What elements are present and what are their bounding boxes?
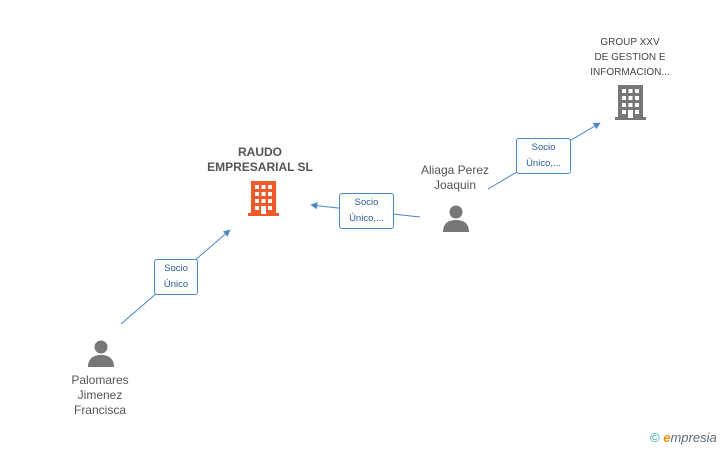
edge-label-line-1: Socio: [531, 142, 556, 153]
person-icon[interactable]: [442, 204, 470, 232]
edge-label-palomares-raudo[interactable]: Socio Único: [154, 259, 198, 295]
logo-e: e: [663, 430, 671, 445]
person-palomares-label[interactable]: Palomares Jimenez Francisca: [45, 373, 155, 418]
copyright-symbol: ©: [650, 430, 660, 445]
edge-label-line-1: Socio: [164, 263, 188, 274]
logo-rest: mpresia: [670, 430, 717, 445]
company-group-line-3: INFORMACION...: [590, 67, 670, 78]
building-icon[interactable]: [615, 85, 646, 120]
edge-label-line-2: Único: [163, 279, 189, 290]
company-raudo-label[interactable]: RAUDO EMPRESARIAL SL: [195, 145, 325, 175]
edge-label-line-2: Único,...: [349, 213, 384, 224]
company-group-line-2: DE GESTION E: [594, 52, 666, 63]
person-aliaga-line-1: Aliaga Perez: [420, 163, 490, 177]
edge-label-aliaga-group[interactable]: Socio Único,...: [516, 138, 571, 174]
person-palomares-line-3: Francisca: [73, 403, 126, 417]
edge-label-line-1: Socio: [354, 197, 379, 208]
company-raudo-line-2: EMPRESARIAL SL: [207, 160, 313, 174]
person-palomares-line-2: Jimenez: [77, 388, 123, 402]
company-raudo-line-1: RAUDO: [238, 145, 282, 159]
edge-label-aliaga-raudo[interactable]: Socio Único,...: [339, 193, 394, 229]
person-icon[interactable]: [87, 339, 115, 367]
edge-label-line-2: Único,...: [526, 158, 561, 169]
person-palomares-line-1: Palomares: [71, 373, 129, 387]
building-icon[interactable]: [248, 181, 279, 216]
person-aliaga-label[interactable]: Aliaga Perez Joaquin: [400, 163, 510, 193]
person-aliaga-line-2: Joaquin: [433, 178, 477, 192]
empresia-logo: © empresia: [650, 430, 717, 445]
company-group-label[interactable]: GROUP XXV DE GESTION E INFORMACION...: [570, 35, 690, 80]
company-group-line-1: GROUP XXV: [600, 37, 660, 48]
